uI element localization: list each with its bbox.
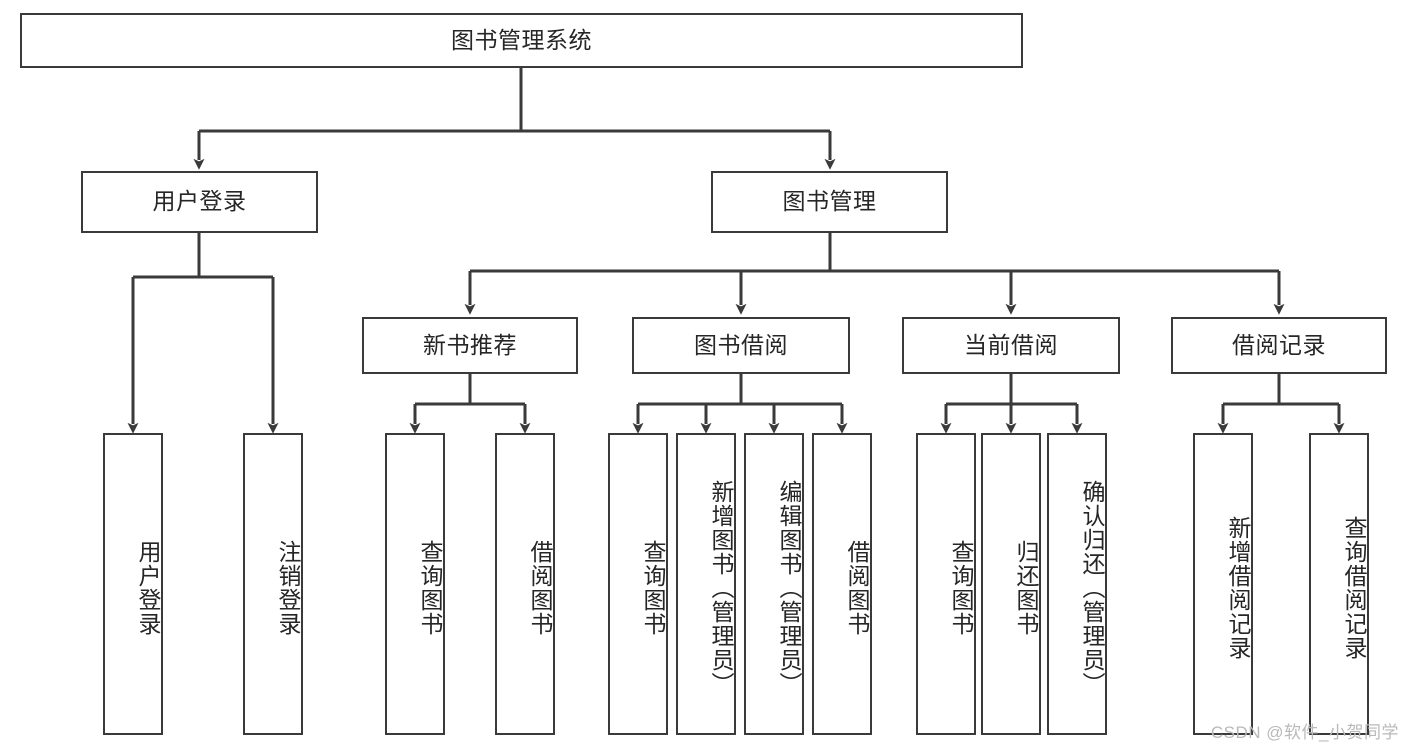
node-label: 查询图书 <box>417 540 443 636</box>
node-label: 借阅图书 <box>527 540 553 636</box>
node-label: 新书推荐 <box>423 331 517 358</box>
node-leaf-add-book[interactable]: 新增图书（管理员） <box>676 433 736 735</box>
node-borrow-record[interactable]: 借阅记录 <box>1171 317 1387 374</box>
node-leaf-borrow-book-2[interactable]: 借阅图书 <box>812 433 872 735</box>
node-leaf-add-record[interactable]: 新增借阅记录 <box>1193 433 1253 735</box>
node-label: 新增借阅记录 <box>1225 516 1251 660</box>
node-label: 查询图书 <box>948 540 974 636</box>
node-leaf-confirm-return[interactable]: 确认归还（管理员） <box>1047 433 1107 735</box>
node-label: 编辑图书（管理员） <box>776 480 802 696</box>
node-label: 当前借阅 <box>964 331 1058 358</box>
node-leaf-query-book-3[interactable]: 查询图书 <box>916 433 976 735</box>
node-label: 用户登录 <box>135 540 161 636</box>
node-book-management[interactable]: 图书管理 <box>711 171 948 233</box>
node-root-book-management-system[interactable]: 图书管理系统 <box>20 13 1023 68</box>
node-new-book-recommend[interactable]: 新书推荐 <box>362 317 578 374</box>
node-label: 查询借阅记录 <box>1341 516 1367 660</box>
node-leaf-return-book[interactable]: 归还图书 <box>981 433 1041 735</box>
node-book-borrow[interactable]: 图书借阅 <box>632 317 850 374</box>
node-label: 图书管理系统 <box>451 26 592 53</box>
node-current-borrow[interactable]: 当前借阅 <box>902 317 1120 374</box>
node-label: 新增图书（管理员） <box>708 480 734 696</box>
node-label: 归还图书 <box>1013 540 1039 636</box>
node-label: 借阅记录 <box>1232 331 1326 358</box>
node-label: 图书借阅 <box>694 331 788 358</box>
node-leaf-borrow-book-1[interactable]: 借阅图书 <box>495 433 555 735</box>
node-leaf-query-record[interactable]: 查询借阅记录 <box>1309 433 1369 735</box>
node-label: 借阅图书 <box>844 540 870 636</box>
node-leaf-logout-login[interactable]: 注销登录 <box>243 433 303 735</box>
node-label: 注销登录 <box>275 540 301 636</box>
node-label: 用户登录 <box>152 188 247 215</box>
node-leaf-edit-book[interactable]: 编辑图书（管理员） <box>744 433 804 735</box>
node-leaf-query-book-2[interactable]: 查询图书 <box>608 433 668 735</box>
node-user-login[interactable]: 用户登录 <box>81 171 318 233</box>
node-label: 确认归还（管理员） <box>1079 480 1105 696</box>
node-label: 查询图书 <box>640 540 666 636</box>
node-label: 图书管理 <box>782 188 877 215</box>
node-leaf-query-book-1[interactable]: 查询图书 <box>385 433 445 735</box>
watermark-text: CSDN @软件_小贺同学 <box>1210 723 1399 742</box>
node-leaf-user-login[interactable]: 用户登录 <box>103 433 163 735</box>
